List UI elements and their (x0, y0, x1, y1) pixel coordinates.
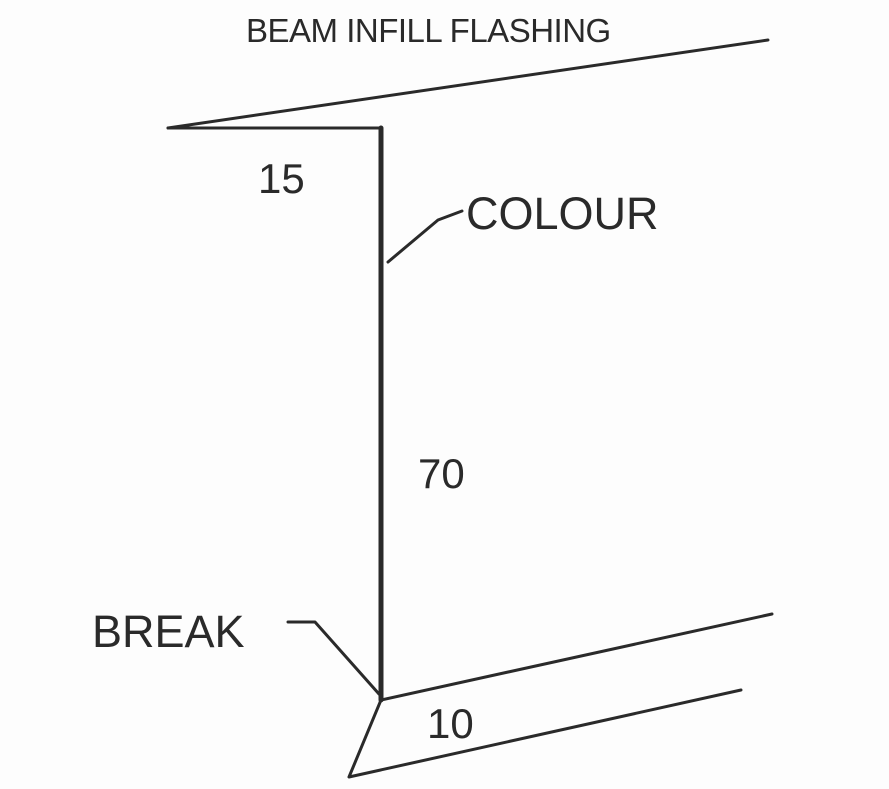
leader-lines (286, 209, 464, 696)
break-callout: BREAK (92, 606, 245, 657)
bottom-flange (347, 612, 774, 779)
top-flange (166, 38, 770, 130)
break-fold-edge (347, 688, 743, 779)
break-leader (286, 620, 381, 696)
top-flange-back-edge (166, 38, 770, 130)
top-flange-dimension: 15 (258, 155, 305, 202)
bottom-flange-dimension: 10 (427, 700, 474, 747)
colour-leader (386, 209, 464, 264)
bottom-flange-top-edge (379, 612, 774, 702)
colour-callout: COLOUR (466, 188, 659, 239)
diagram-title: BEAM INFILL FLASHING (246, 12, 611, 49)
web-dimension: 70 (418, 450, 465, 497)
